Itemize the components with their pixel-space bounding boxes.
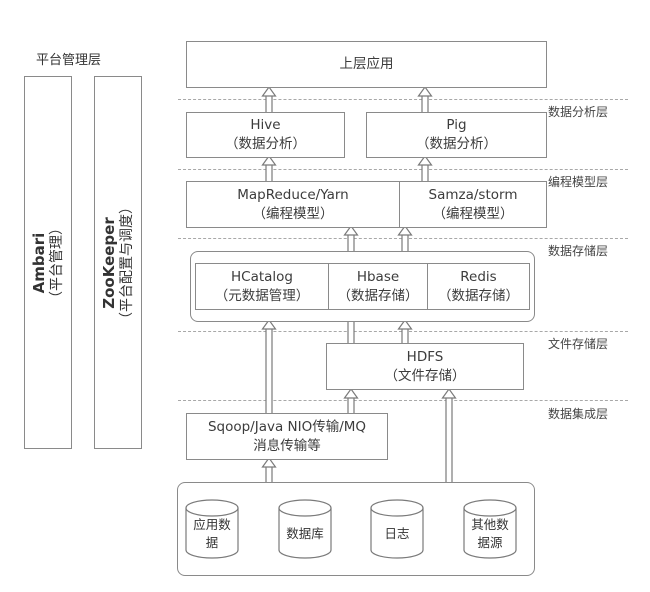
- hive-name: Hive: [250, 117, 281, 133]
- top-application-box: 上层应用: [186, 41, 547, 88]
- source-app-data: 应用数据: [185, 499, 239, 559]
- mapreduce-yarn-box: MapReduce/Yarn （编程模型）: [186, 181, 400, 228]
- layer-label-integration: 数据集成层: [548, 407, 609, 421]
- pig-name: Pig: [446, 117, 467, 133]
- zookeeper-box: ZooKeeper （平台配置与调度）: [94, 76, 142, 449]
- source-label-line1: 日志: [384, 526, 410, 541]
- ambari-box: Ambari （平台管理）: [24, 76, 72, 449]
- hbase-desc: （数据存储）: [337, 287, 419, 304]
- hcatalog-cell: HCatalog （元数据管理）: [196, 264, 329, 309]
- database-cylinder-icon: [370, 499, 424, 559]
- source-database: 数据库: [278, 499, 332, 559]
- layer-label-analysis: 数据分析层: [548, 105, 609, 119]
- arrow-samza-to-pig: [417, 155, 433, 184]
- layer-label-storage: 数据存储层: [548, 244, 609, 258]
- pig-box: Pig （数据分析）: [366, 112, 547, 158]
- arrow-sqoop-to-hcatalog: [261, 319, 277, 416]
- source-logs: 日志: [370, 499, 424, 559]
- separator-programming: [178, 169, 628, 170]
- hdfs-name: HDFS: [406, 348, 444, 365]
- redis-name: Redis: [460, 268, 497, 285]
- arrow-mapreduce-to-hive: [261, 155, 277, 184]
- hive-box: Hive （数据分析）: [186, 112, 345, 158]
- separator-analysis: [178, 99, 628, 100]
- mapreduce-yarn-name: MapReduce/Yarn: [237, 186, 349, 203]
- samza-storm-name: Samza/storm: [428, 186, 518, 203]
- platform-layer-title: 平台管理层: [36, 53, 102, 68]
- database-cylinder-icon: [185, 499, 239, 559]
- hdfs-desc: （文件存储）: [384, 367, 466, 384]
- redis-cell: Redis （数据存储）: [428, 264, 529, 309]
- samza-storm-desc: （编程模型）: [432, 205, 514, 222]
- arrow-pig-to-app: [417, 86, 433, 114]
- separator-integration: [178, 400, 628, 401]
- source-label-line2: 据: [205, 535, 219, 550]
- source-label-line1: 其他数: [471, 517, 509, 532]
- source-label-line1: 应用数: [193, 517, 231, 532]
- hive-desc: （数据分析）: [225, 136, 306, 152]
- mapreduce-yarn-desc: （编程模型）: [252, 205, 334, 222]
- source-other: 其他数据源: [463, 499, 517, 559]
- arrow-sources-to-hdfs: [441, 388, 457, 485]
- integration-line1: Sqoop/Java NIO传输/MQ: [207, 418, 367, 435]
- source-label-line2: 据源: [477, 535, 503, 550]
- storage-table: HCatalog （元数据管理） Hbase （数据存储） Redis （数据存…: [195, 263, 530, 310]
- layer-label-file: 文件存储层: [548, 337, 609, 351]
- integration-line2: 消息传输等: [253, 437, 321, 454]
- storage-container: HCatalog （元数据管理） Hbase （数据存储） Redis （数据存…: [190, 251, 535, 322]
- database-cylinder-icon: [463, 499, 517, 559]
- arrow-hdfs-to-redis: [397, 319, 413, 345]
- hbase-name: Hbase: [356, 268, 400, 285]
- top-application-label: 上层应用: [339, 56, 394, 72]
- hcatalog-desc: （元数据管理）: [214, 287, 310, 304]
- hbase-cell: Hbase （数据存储）: [329, 264, 428, 309]
- redis-desc: （数据存储）: [438, 287, 519, 304]
- arrow-sqoop-to-hdfs: [343, 388, 359, 416]
- layer-label-programming: 编程模型层: [548, 175, 609, 189]
- hdfs-box: HDFS （文件存储）: [326, 343, 524, 390]
- arrow-hive-to-app: [261, 86, 277, 114]
- samza-storm-box: Samza/storm （编程模型）: [399, 181, 547, 228]
- database-cylinder-icon: [278, 499, 332, 559]
- arrow-sources-to-sqoop: [261, 457, 277, 485]
- data-sources-container: 应用数据 数据库 日志 其他数据源: [177, 482, 535, 576]
- source-label-line1: 数据库: [286, 526, 324, 541]
- integration-box: Sqoop/Java NIO传输/MQ 消息传输等: [186, 413, 388, 460]
- hcatalog-name: HCatalog: [231, 268, 293, 285]
- pig-desc: （数据分析）: [416, 136, 497, 152]
